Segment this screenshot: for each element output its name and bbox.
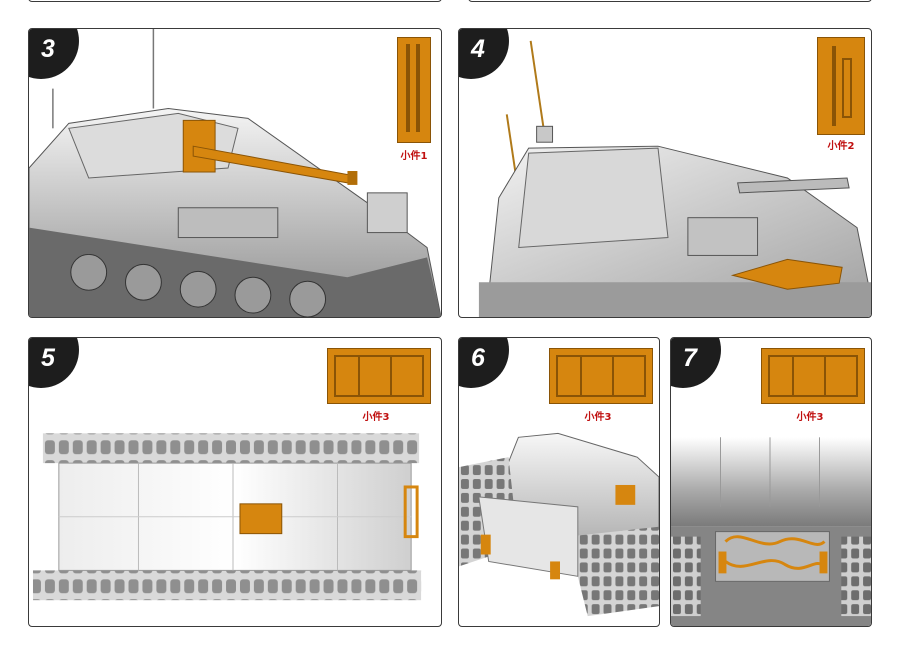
step-6-panel: 6 小件3 (458, 337, 660, 627)
tank-side-view-illustration (29, 29, 441, 317)
step-5-panel: 5 小件3 (28, 337, 442, 627)
part-sprue-image (397, 37, 431, 143)
part-label: 小件3 (584, 412, 612, 423)
step-4-panel: 4 小件2 (458, 28, 872, 318)
part-sprue-image (761, 348, 865, 404)
tank-underside-illustration (32, 433, 422, 601)
tank-front-view-illustration (671, 437, 871, 626)
part-sprue-image (817, 37, 865, 135)
part-label: 小件1 (400, 151, 428, 162)
previous-step-panel-right (468, 0, 872, 2)
tank-top-view-illustration (478, 40, 871, 317)
part-sprue-image (327, 348, 431, 404)
part-sprue-image (549, 348, 653, 404)
part-label: 小件3 (362, 412, 390, 423)
tank-rear-view-illustration (459, 432, 659, 617)
step-number-badge: 3 (29, 29, 79, 79)
part-label: 小件3 (796, 412, 824, 423)
part-label: 小件2 (827, 141, 855, 152)
previous-step-panel-left (28, 0, 442, 2)
step-3-panel: 3 小件1 (28, 28, 442, 318)
step-7-panel: 7 小件3 (670, 337, 872, 627)
